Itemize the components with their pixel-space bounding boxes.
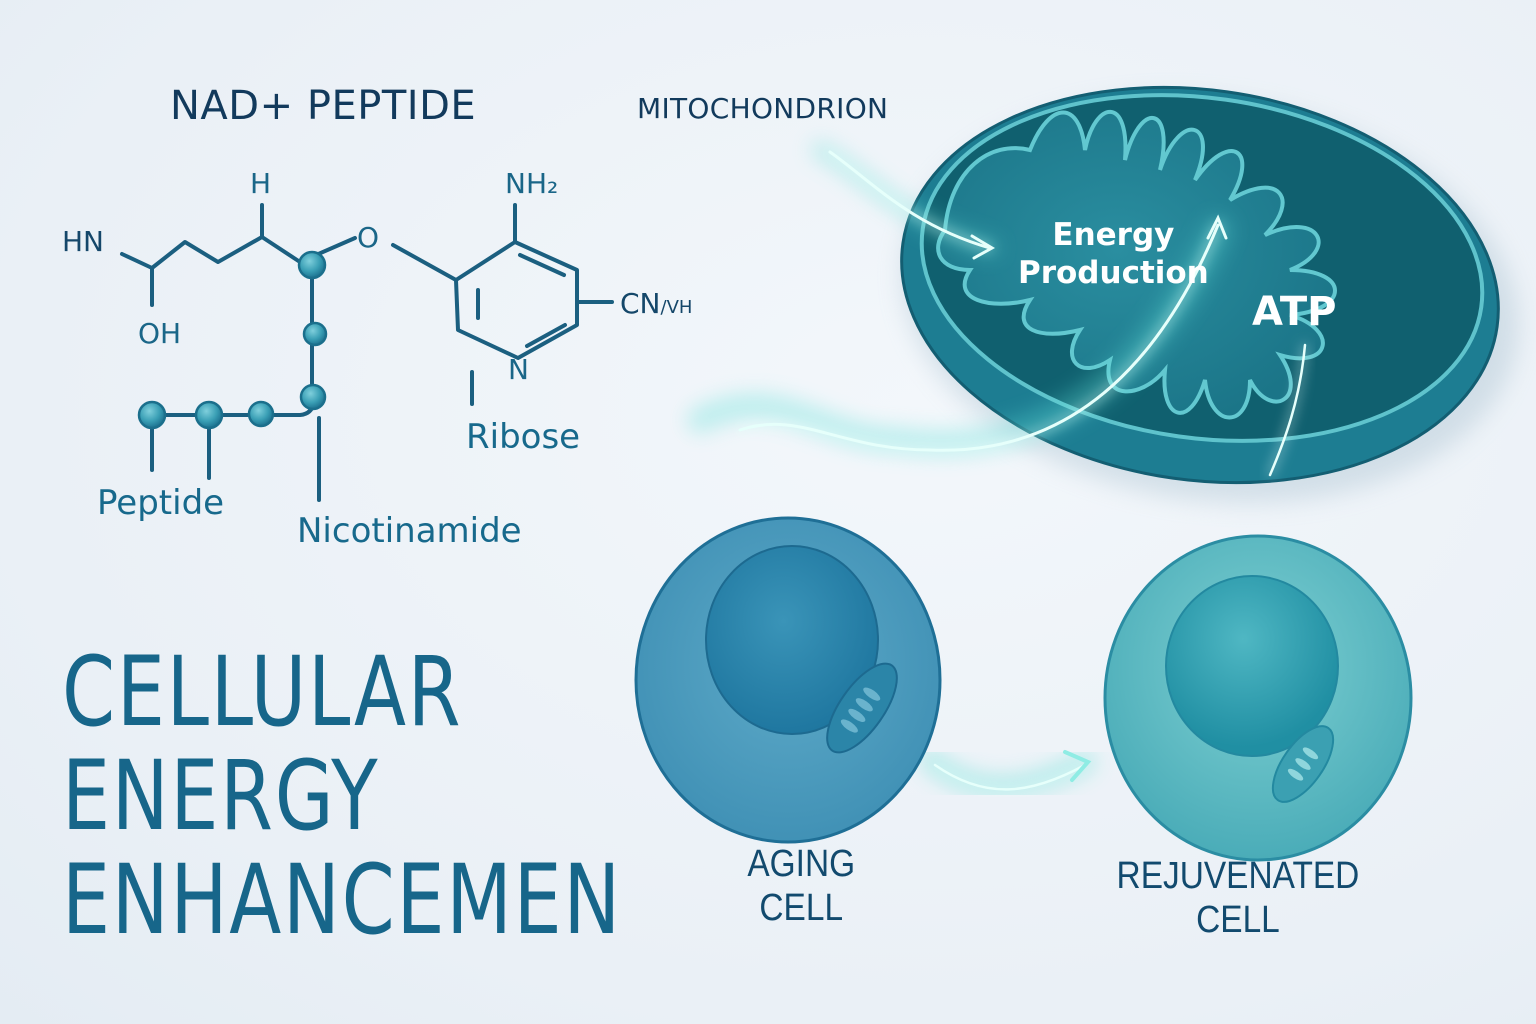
mitochondrion-label: MITOCHONDRION (637, 92, 889, 125)
rejuvenated-cell-label: REJUVENATED CELL (1117, 854, 1360, 942)
headline-line-2: ENERGY (62, 740, 380, 852)
atom-nh2: NH₂ (505, 167, 559, 200)
molecule-title: NAD+ PEPTIDE (170, 83, 477, 129)
atp-label: ATP (1252, 289, 1337, 335)
rejuvenated-cell-line-2: CELL (1196, 899, 1280, 941)
rejuvenated-cell-line-1: REJUVENATED (1116, 855, 1360, 897)
atom-hn: HN (62, 225, 104, 258)
molecule-structure (120, 203, 614, 502)
aging-cell-line-2: CELL (759, 887, 844, 929)
atom-h: H (250, 167, 272, 200)
label-ribose: Ribose (466, 417, 581, 457)
atom-oh: OH (138, 317, 182, 350)
energy-line-2: Production (1018, 255, 1209, 291)
energy-line-1: Energy (1052, 217, 1175, 253)
headline: CELLULAR ENERGY ENHANCEMEN (62, 640, 622, 952)
rejuvenated-cell-graphic (1103, 534, 1413, 862)
atom-o: O (357, 221, 380, 254)
energy-arrows (687, 141, 1307, 798)
atom-cn-subscript: /VH (660, 297, 693, 318)
headline-line-3: ENHANCEMEN (62, 844, 622, 956)
headline-line-1: CELLULAR (62, 636, 463, 748)
label-peptide: Peptide (97, 483, 225, 523)
aging-cell-line-1: AGING (747, 843, 856, 885)
atom-cn-text: CN (620, 287, 661, 320)
aging-cell-label: AGING CELL (747, 842, 855, 930)
mitochondrion-graphic (900, 85, 1519, 503)
atom-n: N (508, 353, 529, 386)
label-nicotinamide: Nicotinamide (297, 511, 522, 551)
peptide-beads (137, 250, 328, 430)
atom-cn: CN/VH (620, 290, 692, 318)
aging-cell-graphic (634, 516, 942, 844)
